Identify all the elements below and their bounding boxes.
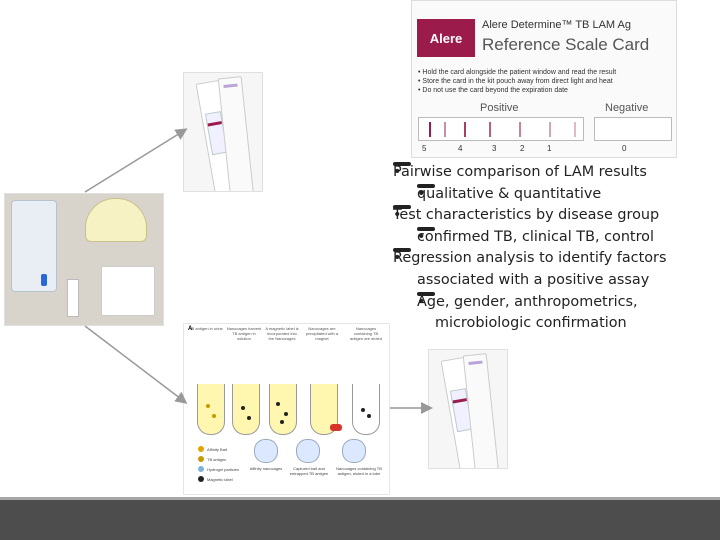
caption: Affinity nanocages: [249, 466, 283, 471]
sub-bullet-item: •qualitative & quantitative: [417, 183, 602, 202]
caption: Captured bait and entrapped TB antigen: [289, 466, 329, 476]
nanocage-circle: [296, 439, 320, 463]
tube: [232, 384, 260, 435]
sub-bullet-item: •Age, gender, anthropometrics, microbiol…: [417, 291, 638, 332]
scale-line-5b: [444, 122, 446, 137]
legend-label: Hydrogel particles: [207, 467, 240, 472]
nanocage-diagram: A TB antigen in urine Nanocages harvest …: [183, 323, 390, 495]
bullet-text: Test characteristics by disease group: [393, 207, 660, 224]
tube: [197, 384, 225, 435]
step-label: Nanocages are precipitated with a magnet: [305, 326, 339, 341]
legend-label: Affinity Bait: [207, 447, 227, 452]
scale-number: 3: [492, 144, 497, 153]
kit-box: [101, 266, 155, 316]
step-label: A magnetic label is incorporated into th…: [265, 326, 299, 341]
card-instruction: • Do not use the card beyond the expirat…: [418, 87, 568, 94]
legend-swatch: [198, 476, 204, 482]
dropper: [41, 274, 47, 286]
scale-number: 0: [622, 144, 627, 153]
arrow-to-diagram: [84, 325, 188, 404]
scale-number: 1: [547, 144, 552, 153]
step-label: Nanocages harvest TB antigen in solution: [226, 326, 262, 341]
tube: [352, 384, 380, 435]
bullet-text: Pairwise comparison of LAM results: [393, 164, 647, 180]
bullet-text: qualitative & quantitative: [417, 185, 602, 202]
arrow-to-top-strip: [84, 128, 188, 193]
scale-number: 4: [458, 144, 463, 153]
negative-label: Negative: [605, 102, 649, 114]
bullet-text: confirmed TB, clinical TB, control: [417, 228, 654, 245]
nanocage-circle: [254, 439, 278, 463]
alere-logo: Alere: [417, 19, 475, 57]
stacked-cups: [11, 200, 57, 292]
bullet-item: •Pairwise comparison of LAM results: [393, 162, 647, 180]
bullet-item: •Regression analysis to identify factors…: [393, 248, 667, 288]
nanocage-circle: [342, 439, 366, 463]
footer-divider: [0, 497, 720, 500]
step-label: Nanocages containing TB antigen are elut…: [349, 326, 383, 341]
legend-swatch: [198, 456, 204, 462]
legend-swatch: [198, 446, 204, 452]
scale-line-1: [549, 122, 551, 137]
positive-label: Positive: [480, 102, 519, 114]
panel-label: A: [188, 326, 193, 332]
card-instruction: • Store the card in the kit pouch away f…: [418, 78, 613, 85]
bullet-list: •Pairwise comparison of LAM results •qua…: [393, 162, 713, 335]
urine-cup: [85, 198, 147, 242]
bullet-item: •Test characteristics by disease group: [393, 205, 660, 224]
sub-bullet-item: •confirmed TB, clinical TB, control: [417, 226, 654, 245]
test-strip-photo-top: [183, 72, 263, 192]
scale-line-1b: [574, 122, 576, 137]
step-label: TB antigen in urine: [189, 326, 223, 331]
scale-line-3: [489, 122, 491, 137]
reference-scale-card: Alere Alere Determine™ TB LAM Ag Referen…: [411, 0, 677, 158]
bullet-text: Regression analysis to identify factors …: [393, 250, 667, 288]
legend-swatch: [198, 466, 204, 472]
scale-number: 5: [422, 144, 427, 153]
scale-number: 2: [520, 144, 525, 153]
positive-scale: [418, 117, 584, 141]
magnet-icon: [330, 424, 342, 431]
scale-line-2: [519, 122, 521, 137]
test-strip-kit: [67, 279, 79, 317]
scale-line-5: [429, 122, 431, 137]
bullet-text: Age, gender, anthropometrics, microbiolo…: [417, 293, 638, 332]
negative-scale: [594, 117, 672, 141]
legend-label: Magnetic label: [207, 477, 233, 482]
tube: [269, 384, 297, 435]
card-instructions: • Hold the card alongside the patient wi…: [418, 68, 616, 95]
legend-label: TB antigen: [207, 457, 227, 462]
card-brand: Alere Determine™ TB LAM Ag: [482, 19, 631, 31]
caption: Nanocages containing TB antigen, eluted …: [336, 466, 382, 476]
card-instruction: • Hold the card alongside the patient wi…: [418, 69, 617, 76]
footer-bar: [0, 497, 720, 540]
card-title: Reference Scale Card: [482, 35, 650, 54]
kit-photo: [4, 193, 164, 326]
scale-line-4: [464, 122, 466, 137]
